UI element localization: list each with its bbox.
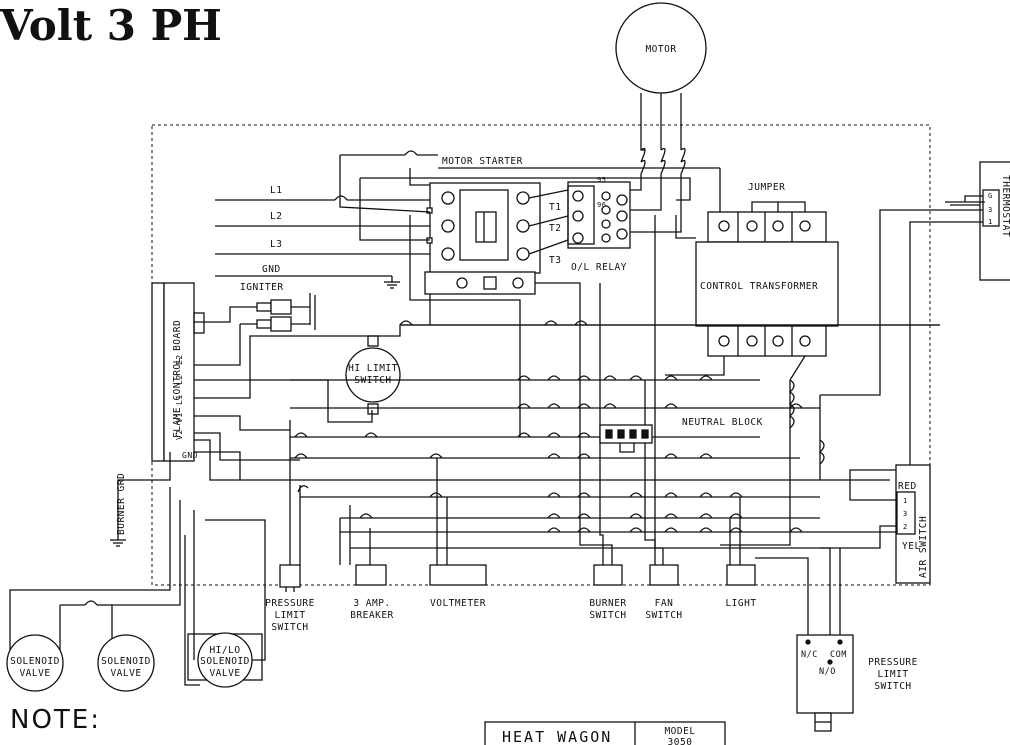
diagram-title: Volt 3 PH [0, 1, 222, 50]
solenoid-valve-2-label-2: VALVE [110, 668, 141, 679]
gnd-label: GND [262, 264, 281, 275]
pressure-limit-label-2: LIMIT [274, 610, 305, 621]
l1-label: L1 [270, 185, 282, 196]
breaker-label-2: BREAKER [350, 610, 394, 621]
fcb-gnd: GND [182, 451, 198, 460]
fcb-v2: V2 [175, 429, 184, 440]
thermostat-label: THERMOSTAT [1000, 175, 1010, 237]
overload-relay [567, 181, 631, 249]
pressure-limit-label-3: SWITCH [271, 622, 308, 633]
hi-limit-switch: HI LIMIT SWITCH [345, 335, 401, 415]
neutral-block [599, 424, 653, 453]
flame-control-board: FLAME CONTROL BOARD E2 L2 L1 V1 V2 GND [151, 282, 205, 462]
circuit-breaker: 3 AMP. BREAKER [350, 564, 394, 621]
solenoid-valve-1-label-1: SOLENOID [10, 656, 60, 667]
hi-lo-solenoid-valve: HI/LO SOLENOID VALVE [187, 632, 263, 688]
solenoid-valve-1: SOLENOID VALVE [6, 634, 64, 692]
air-switch: AIR SWITCH 1 3 2 [895, 464, 931, 584]
fcb-e2: E2 [175, 354, 184, 365]
external-pressure-limit-switch: N/C COM N/O [796, 634, 854, 732]
fan-switch-label-1: FAN [655, 598, 674, 609]
hi-lo-label-1: HI/LO [209, 645, 240, 656]
aux-contact-block [424, 271, 536, 295]
fan-switch-label-2: SWITCH [645, 610, 682, 621]
ext-pressure-label-1: PRESSURE [868, 657, 918, 668]
heat-wagon-label: HEAT WAGON [502, 728, 612, 745]
t2-label: T2 [549, 223, 561, 234]
air-switch-label: AIR SWITCH [918, 516, 929, 578]
solenoid-valve-2: SOLENOID VALVE [97, 634, 155, 692]
hi-lo-label-3: VALVE [209, 668, 240, 679]
solenoid-valve-2-label-1: SOLENOID [101, 656, 151, 667]
motor-starter-label: MOTOR STARTER [442, 156, 523, 167]
hi-lo-label-2: SOLENOID [200, 656, 250, 667]
fcb-l2: L2 [175, 374, 184, 385]
title-block: HEAT WAGON MODEL 3050 [484, 721, 726, 745]
ol-relay-label: O/L RELAY [571, 262, 627, 273]
igniter-label: IGNITER [240, 282, 284, 293]
light: LIGHT [725, 564, 756, 609]
thermostat-1: 1 [988, 218, 993, 226]
neutral-block-label: NEUTRAL BLOCK [682, 417, 763, 428]
model-number: 3050 [668, 737, 693, 745]
no-label: N/O [819, 667, 836, 677]
com-label: COM [830, 650, 847, 660]
burner-grd-label: BURNER GRD [116, 473, 127, 535]
pressure-limit-label-1: PRESSURE [265, 598, 315, 609]
t1-label: T1 [549, 202, 561, 213]
burner-switch-label-2: SWITCH [589, 610, 626, 621]
yel-label: YEL [902, 541, 921, 552]
solenoid-valve-1-label-2: VALVE [19, 668, 50, 679]
t3-label: T3 [549, 255, 561, 266]
fcb-v1: V1 [175, 412, 184, 423]
flame-control-board-label: FLAME CONTROL BOARD [172, 320, 183, 438]
breaker-label-1: 3 AMP. [353, 598, 390, 609]
note-label: NOTE: [10, 705, 101, 735]
jumper-label: JUMPER [748, 182, 785, 193]
ext-pressure-label-2: LIMIT [877, 669, 908, 680]
motor-starter [426, 182, 541, 274]
thermostat-3: 3 [988, 206, 993, 214]
motor: MOTOR [615, 2, 707, 94]
red-label: RED [898, 481, 917, 492]
l2-label: L2 [270, 211, 282, 222]
fan-switch: FAN SWITCH [645, 564, 682, 621]
air-switch-3: 3 [903, 510, 908, 518]
light-label: LIGHT [725, 598, 756, 609]
voltmeter-label: VOLTMETER [430, 598, 486, 609]
ext-pressure-label-3: SWITCH [874, 681, 911, 692]
l3-label: L3 [270, 239, 282, 250]
model-label: MODEL [664, 726, 695, 737]
control-transformer-label: CONTROL TRANSFORMER [700, 281, 818, 292]
air-switch-2: 2 [903, 523, 908, 531]
burner-switch: BURNER SWITCH [589, 564, 626, 621]
ol-95-label: 95 [597, 176, 606, 184]
ol-96-label: 96 [597, 201, 606, 209]
burner-switch-label-1: BURNER [589, 598, 626, 609]
air-switch-1: 1 [903, 497, 908, 505]
control-transformer: CONTROL TRANSFORMER [695, 211, 839, 357]
nc-label: N/C [801, 650, 818, 660]
fcb-l1: L1 [175, 394, 184, 405]
hi-limit-label-1: HI LIMIT [348, 363, 398, 374]
pressure-limit-switch-panel: PRESSURE LIMIT SWITCH [265, 564, 315, 633]
motor-label: MOTOR [645, 44, 676, 55]
thermostat: THERMOSTAT G 3 1 [979, 161, 1010, 281]
thermostat-g: G [988, 192, 993, 200]
igniter [256, 293, 316, 332]
voltmeter: VOLTMETER [429, 564, 487, 609]
